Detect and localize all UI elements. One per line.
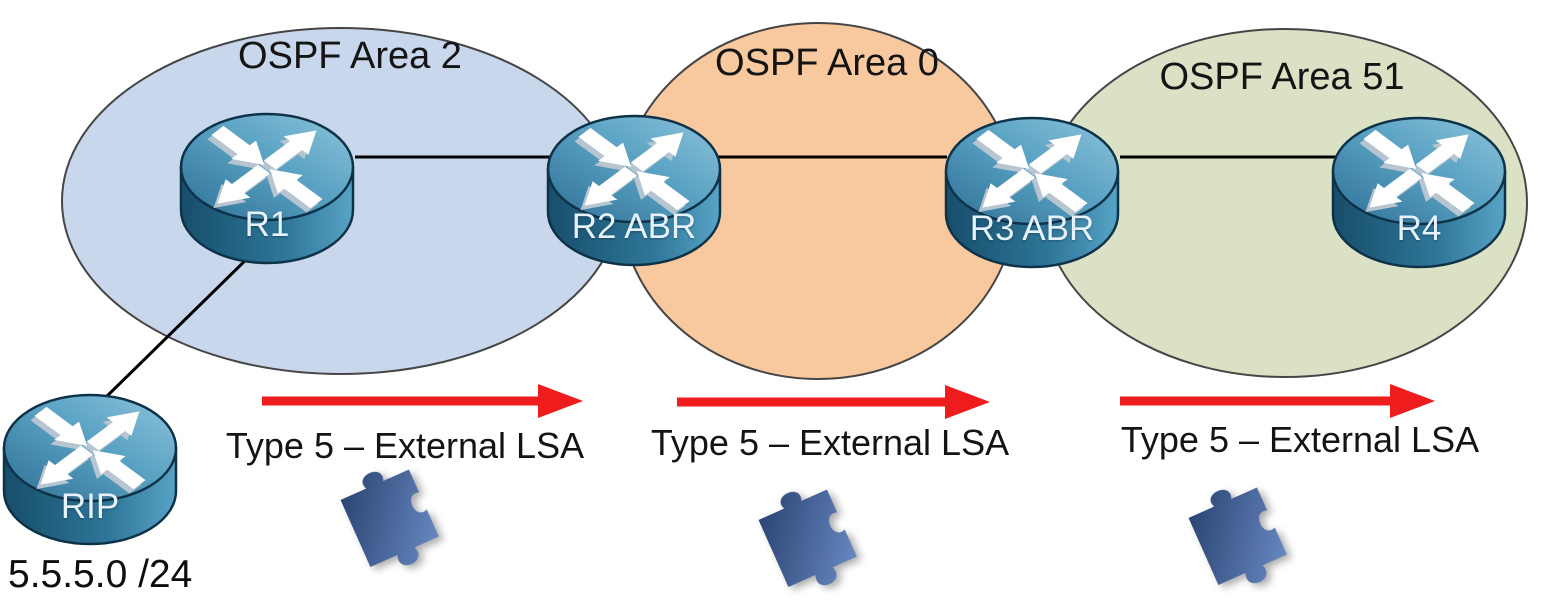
router-label-r4: R4 [1396,209,1442,248]
router-label-rip: RIP [60,487,120,526]
router-label-r3-abr: R3 ABR [969,209,1095,248]
area-label-ospf-area-2: OSPF Area 2 [238,35,462,77]
link-rip-r1 [101,246,260,402]
router-label-r1: R1 [244,205,290,244]
flow-label-1: Type 5 – External LSA [225,425,585,466]
type5-arrow-3-head [1390,384,1435,418]
puzzle-piece-icon-2 [753,477,863,600]
type5-arrow-3 [1120,384,1435,418]
area-label-ospf-area-51: OSPF Area 51 [1159,56,1405,98]
type5-arrow-2 [677,385,990,419]
router-label-r2-abr: R2 ABR [571,207,697,246]
type5-arrow-2-head [945,385,990,419]
type5-arrow-1-head [538,384,583,418]
external-network-label: 5.5.5.0 /24 [8,553,193,596]
area-label-ospf-area-0: OSPF Area 0 [715,42,939,84]
type5-arrow-1 [262,384,583,418]
puzzle-piece-icon-3 [1183,475,1293,598]
puzzle-piece-icon-1 [335,457,445,580]
flow-label-3: Type 5 – External LSA [1120,419,1480,460]
flow-label-2: Type 5 – External LSA [650,422,1010,463]
